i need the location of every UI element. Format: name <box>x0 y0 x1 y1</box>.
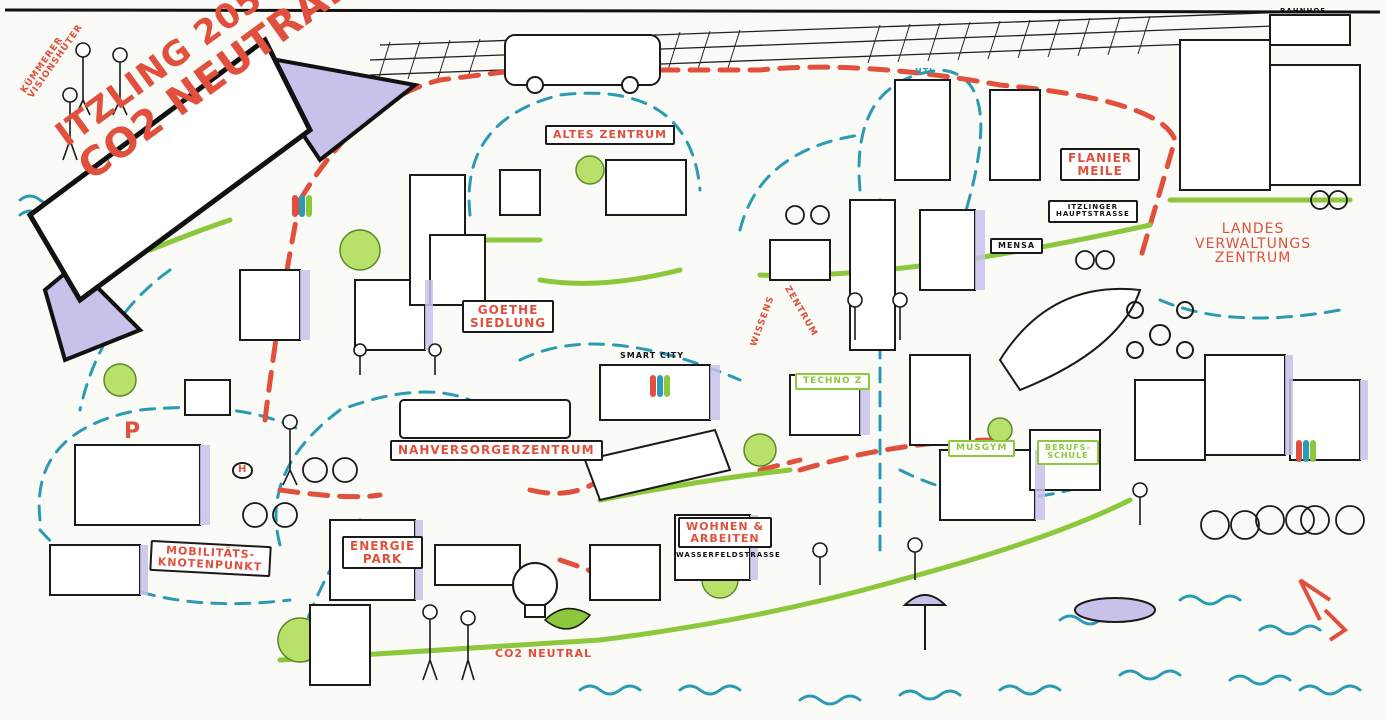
label-energie-park: ENERGIE PARK <box>342 536 424 570</box>
label-co2-neutral: CO2 NEUTRAL <box>495 647 593 660</box>
rail-ties <box>377 15 1151 81</box>
label-wohnen-arbeiten: WOHNEN & ARBEITEN <box>678 517 773 549</box>
flanier-line1: FLANIER <box>1068 151 1133 165</box>
label-altes-zentrum: ALTES ZENTRUM <box>545 125 676 145</box>
label-htl: HTL <box>915 67 936 76</box>
wohnen-line1: WOHNEN & <box>686 520 765 533</box>
itzlinger-line2: HAUPTSTRASSE <box>1056 210 1130 219</box>
label-nahversorger: NAHVERSORGERZENTRUM <box>390 440 603 461</box>
goethe-line1: GOETHE <box>477 303 539 317</box>
parking-sign: P <box>124 419 142 444</box>
label-itzlinger-hauptstrasse: ITZLINGER HAUPTSTRASSE <box>1048 200 1138 223</box>
itzlinger-line1: ITZLINGER <box>1067 203 1119 211</box>
label-wasserfeldstrasse: WASSERFELDSTRASSE <box>676 551 781 559</box>
people <box>62 42 1148 681</box>
autonomous-car <box>998 287 1142 392</box>
bicycles <box>242 190 1365 540</box>
landes-line1: LANDES <box>1221 221 1285 237</box>
energie-line2: PARK <box>362 551 403 566</box>
beach-umbrella <box>902 594 948 650</box>
berufs-line2: SCHULE <box>1047 451 1089 461</box>
label-mobilitaet: MOBILITÄTS- KNOTENPUNKT <box>149 539 272 578</box>
label-musgym: MUSGYM <box>948 440 1016 458</box>
raft <box>1074 597 1156 623</box>
label-goethe-siedlung: GOETHE SIEDLUNG <box>462 300 555 334</box>
flanier-line2: MEILE <box>1077 163 1123 178</box>
label-mensa: MENSA <box>990 238 1044 255</box>
label-smart-city: SMART CITY <box>620 351 685 360</box>
berufs-line1: BERUFS- <box>1045 443 1091 452</box>
drone <box>1126 301 1194 359</box>
label-bahnhof: BAHNHOF <box>1280 7 1327 15</box>
district-outlines <box>37 68 1342 642</box>
smart-city-logo-right <box>1296 440 1316 462</box>
smart-city-logo <box>650 375 670 397</box>
compass-icon <box>1298 578 1349 642</box>
label-flaniermeile: FLANIER MEILE <box>1060 148 1141 182</box>
light-bulb <box>512 562 558 618</box>
tram-middle <box>399 399 732 502</box>
energie-line1: ENERGIE <box>350 539 416 553</box>
wohnen-line2: ARBEITEN <box>690 531 760 545</box>
river-waves <box>18 194 1362 706</box>
bus-top <box>504 34 661 94</box>
landes-line2: VERWALTUNGS <box>1195 235 1312 252</box>
bus-stop-sign: H <box>232 462 254 479</box>
goethe-line2: SIEDLUNG <box>470 315 547 330</box>
smart-city-logo-left <box>292 195 312 217</box>
label-techno-z: TECHNO Z <box>795 373 871 391</box>
landes-line3: ZENTRUM <box>1214 250 1292 267</box>
label-landes-verwaltungszentrum: LANDES VERWALTUNGS ZENTRUM <box>1195 222 1311 266</box>
leaf <box>543 607 592 630</box>
title-banner <box>26 36 420 363</box>
label-berufsschule: BERUFS- SCHULE <box>1037 440 1099 465</box>
